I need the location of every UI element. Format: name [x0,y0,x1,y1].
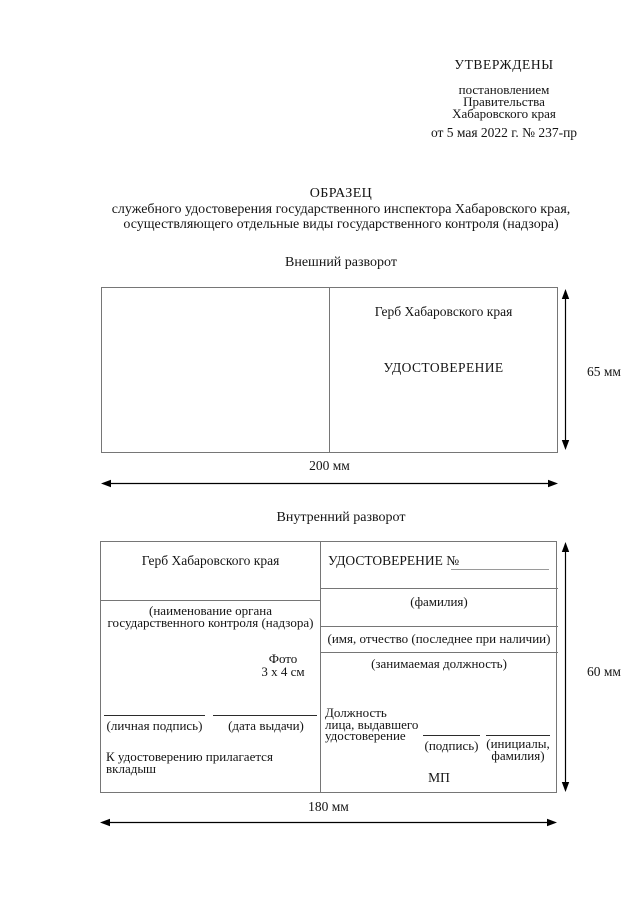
approval-line: Хабаровского края [452,105,556,121]
id-cover-title: УДОСТОВЕРЕНИЕ [383,360,504,375]
issuer-line: удостоверение [325,728,406,743]
initials-caption-line: фамилия) [491,748,545,763]
id-number-label: УДОСТОВЕРЕНИЕ № [328,553,460,568]
personal-signature-line [104,715,205,716]
subtitle-line: осуществляющего отдельные виды государст… [123,216,559,232]
org-name-rule [101,600,320,601]
card-fold-divider [329,288,330,452]
id-number-blank-line [451,569,549,570]
insert-note: К удостоверению прилагается вкладыш [106,749,318,777]
issuer-initials-caption: (инициалы, фамилия) [480,736,556,763]
photo-placeholder: Фото 3 х 4 см [245,651,321,679]
width-dimension-label: 200 мм [309,458,350,473]
surname-rule [320,588,558,589]
coat-of-arms-placeholder: Герб Хабаровского края [141,553,280,568]
personal-signature-caption: (личная подпись) [106,718,203,733]
org-caption-line: (наименование органа [149,603,272,618]
seal-placeholder: МП [428,770,450,785]
coat-of-arms-placeholder: Герб Хабаровского края [374,304,513,319]
inner-spread-heading: Внутренний разворот [276,510,406,525]
horizontal-dimension-arrow-icon [100,818,557,827]
approval-date-line: от 5 мая 2022 г. № 237-пр [430,125,578,141]
outer-spread-card: Герб Хабаровского края УДОСТОВЕРЕНИЕ [101,287,558,453]
position-caption: (занимаемая должность) [371,656,507,671]
approval-line: постановлением [458,82,550,97]
issue-date-caption: (дата выдачи) [228,718,304,733]
photo-label-line: Фото [268,651,298,666]
outer-spread-heading: Внешний разворот [285,255,397,270]
document-heading: ОБРАЗЕЦ [309,186,373,201]
approval-title: УТВЕРЖДЕНЫ [454,57,554,72]
approval-issuer: постановлением Правительства Хабаровског… [398,82,610,121]
height-dimension-label: 65 мм [587,364,621,379]
issuer-initials-line [486,735,550,736]
photo-label-line: 3 х 4 см [261,663,305,679]
width-dimension-label: 180 мм [308,799,349,814]
height-dimension-label: 60 мм [587,664,621,679]
issuer-signature-caption: (подпись) [424,738,479,753]
position-rule [320,652,558,653]
card-fold-divider [320,542,321,792]
vertical-dimension-arrow-icon [561,289,570,450]
issuer-line: лица, выдавшего [325,716,419,732]
org-name-caption: (наименование органа государственного ко… [101,603,320,631]
name-caption: (имя, отчество (последнее при наличии) [327,631,551,646]
approval-line: Правительства [463,93,545,109]
org-caption-line: государственного контроля (надзора) [107,615,314,631]
insert-note-line: К удостоверению прилагается [106,749,273,764]
issuer-position-text: Должность лица, выдавшего удостоверение [325,705,419,743]
inner-spread-card: Герб Хабаровского края (наименование орг… [100,541,558,793]
name-rule [320,626,558,627]
issuer-signature-line [423,735,480,736]
surname-caption: (фамилия) [410,594,468,609]
issuer-line: Должность [325,705,387,720]
initials-caption-line: (инициалы, [486,736,550,751]
horizontal-dimension-arrow-icon [101,479,558,488]
approval-block: УТВЕРЖДЕНЫ постановлением Правительства … [398,57,610,141]
issue-date-line [213,715,317,716]
insert-note-line: вкладыш [106,761,157,777]
document-subtitle: служебного удостоверения государственног… [51,202,631,232]
subtitle-line: служебного удостоверения государственног… [111,202,571,217]
vertical-dimension-arrow-icon [561,542,570,792]
